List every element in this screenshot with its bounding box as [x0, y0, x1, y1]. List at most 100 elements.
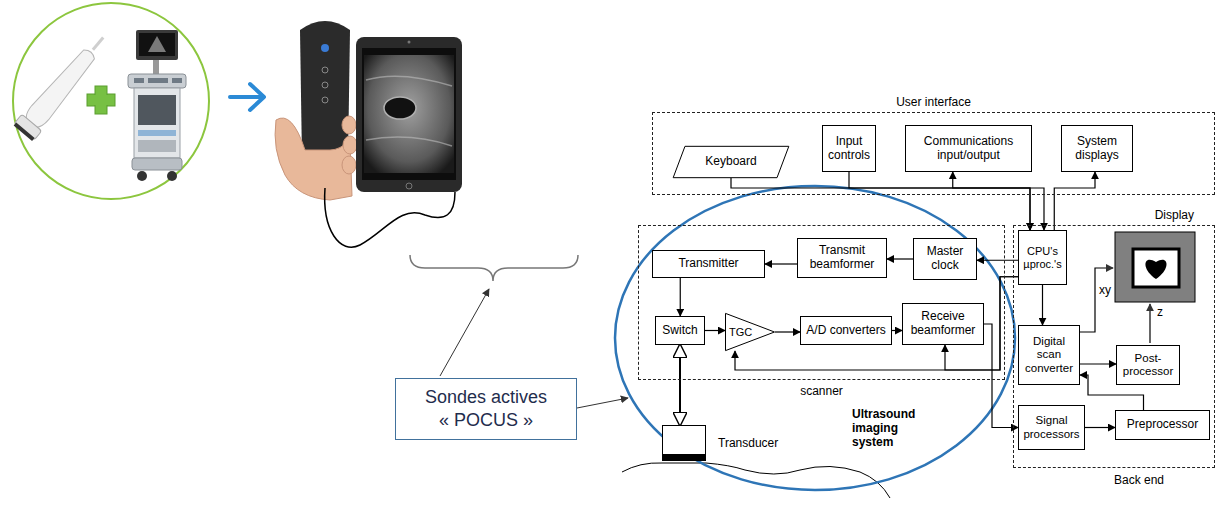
probe-cable [325, 188, 455, 247]
process-box: Communications input/output [905, 125, 1032, 172]
process-box: Transmitter [652, 250, 765, 278]
handheld-probe [322, 82, 328, 88]
tablet [406, 183, 412, 189]
cart-ultrasound-machine [153, 60, 159, 75]
system-label: Ultrasound imaging system [852, 408, 932, 449]
skin-outline [622, 463, 890, 498]
process-box: Input controls [822, 125, 876, 172]
tablet [366, 76, 452, 146]
process-box: Receive beamformer [902, 303, 984, 345]
signal-arrow [731, 178, 1030, 230]
box-label: Keyboard [705, 155, 756, 169]
green-circle-frame [13, 3, 209, 199]
tablet [364, 55, 454, 173]
handheld-probe [343, 136, 357, 154]
back-end-group: DisplayBack endCPU's µproc.'sDigital sca… [1013, 225, 1215, 468]
box-label: Communications input/output [909, 135, 1028, 163]
cart-ultrasound-machine [138, 95, 176, 125]
process-box: Preprocessor [1115, 410, 1210, 440]
group-heading: Display [1155, 208, 1194, 222]
callout-box: Sondes actives « POCUS » [395, 378, 577, 440]
linear-probe [14, 114, 42, 140]
process-box: Master clock [913, 238, 977, 280]
box-label: Preprocessor [1127, 418, 1198, 432]
display-monitor [1133, 249, 1179, 287]
handheld-probe [321, 44, 329, 52]
signal-arrow [977, 260, 1018, 261]
signal-arrow [680, 278, 681, 316]
tablet [362, 48, 456, 180]
user-interface-group: User interfaceKeyboardInput controlsComm… [652, 112, 1215, 195]
transducer-symbol [662, 425, 706, 461]
box-label: Receive beamformer [906, 310, 980, 338]
box-label: CPU's µproc.'s [1022, 245, 1063, 270]
axis-label: z [1157, 306, 1163, 320]
box-label: Transmit beamformer [801, 244, 883, 272]
process-box: System displays [1061, 125, 1133, 172]
transducer: Transducer [662, 425, 778, 461]
blue-arrow [230, 84, 264, 110]
tablet [384, 97, 416, 119]
cart-ultrasound-machine [148, 36, 166, 52]
box-label: Input controls [826, 135, 872, 163]
cart-ultrasound-machine [134, 88, 180, 158]
handheld-probe [275, 118, 352, 200]
box-label: A/D converters [806, 324, 885, 338]
tablet [356, 37, 462, 192]
box-label: Switch [662, 324, 697, 338]
box-label: Sondes actives « POCUS » [421, 386, 551, 433]
linear-probe [14, 123, 35, 141]
keyboard-parallelogram: Keyboard [672, 146, 790, 178]
display-arrow [1080, 268, 1150, 343]
linear-probe [93, 38, 103, 50]
process-box: Digital scan converter [1018, 325, 1080, 385]
scanner-group: scannerTransmitterTransmit beamformerMas… [638, 225, 1005, 380]
handheld-probe [275, 21, 357, 200]
curly-bracket [410, 255, 578, 281]
signal-arrow [1080, 363, 1116, 364]
signal-arrow [1054, 172, 1095, 230]
cart-ultrasound-machine [167, 171, 177, 181]
green-plus [88, 95, 114, 105]
tablet [408, 41, 411, 44]
cart-ultrasound-machine [128, 74, 186, 88]
blue-arrow [230, 84, 264, 110]
signal-arrow [765, 263, 797, 264]
cart-ultrasound-machine [139, 33, 175, 56]
handheld-probe [342, 116, 356, 134]
handheld-probe [342, 156, 356, 174]
pocus-ellipse [615, 186, 1015, 490]
signal-arrow [775, 331, 800, 332]
parallelogram-outline [673, 146, 789, 177]
cart-ultrasound-machine [132, 158, 182, 170]
display-monitor [1115, 232, 1195, 302]
handheld-probe [322, 97, 328, 103]
group-heading: Back end [1114, 473, 1164, 487]
skin-outline [622, 463, 890, 498]
cart-ultrasound-machine [134, 78, 144, 83]
signal-arrow [705, 330, 725, 331]
signal-arrow [679, 345, 681, 425]
process-box: Switch [655, 316, 705, 345]
signal-arrow [953, 172, 1044, 230]
box-label: Digital scan converter [1022, 335, 1076, 375]
cart-ultrasound-machine [148, 78, 168, 83]
process-box: Signal processors [1018, 405, 1085, 450]
axis-label: xy [1099, 284, 1111, 298]
process-box: CPU's µproc.'s [1018, 230, 1067, 285]
cart-ultrasound-machine [138, 130, 176, 136]
signal-arrow [892, 330, 902, 331]
cart-ultrasound-machine [136, 30, 178, 60]
pocus-ellipse [615, 186, 1015, 490]
transducer-symbol [663, 454, 706, 461]
cart-ultrasound-machine [128, 30, 186, 181]
signal-arrow [735, 277, 1018, 370]
process-box: Post-processor [1116, 345, 1180, 385]
cart-ultrasound-machine [138, 140, 176, 152]
box-label: System displays [1065, 135, 1129, 163]
transducer-symbol [663, 426, 706, 461]
tablet [356, 37, 462, 192]
process-box: A/D converters [800, 316, 892, 345]
signal-arrow [887, 258, 913, 259]
display-monitor [1115, 232, 1195, 302]
